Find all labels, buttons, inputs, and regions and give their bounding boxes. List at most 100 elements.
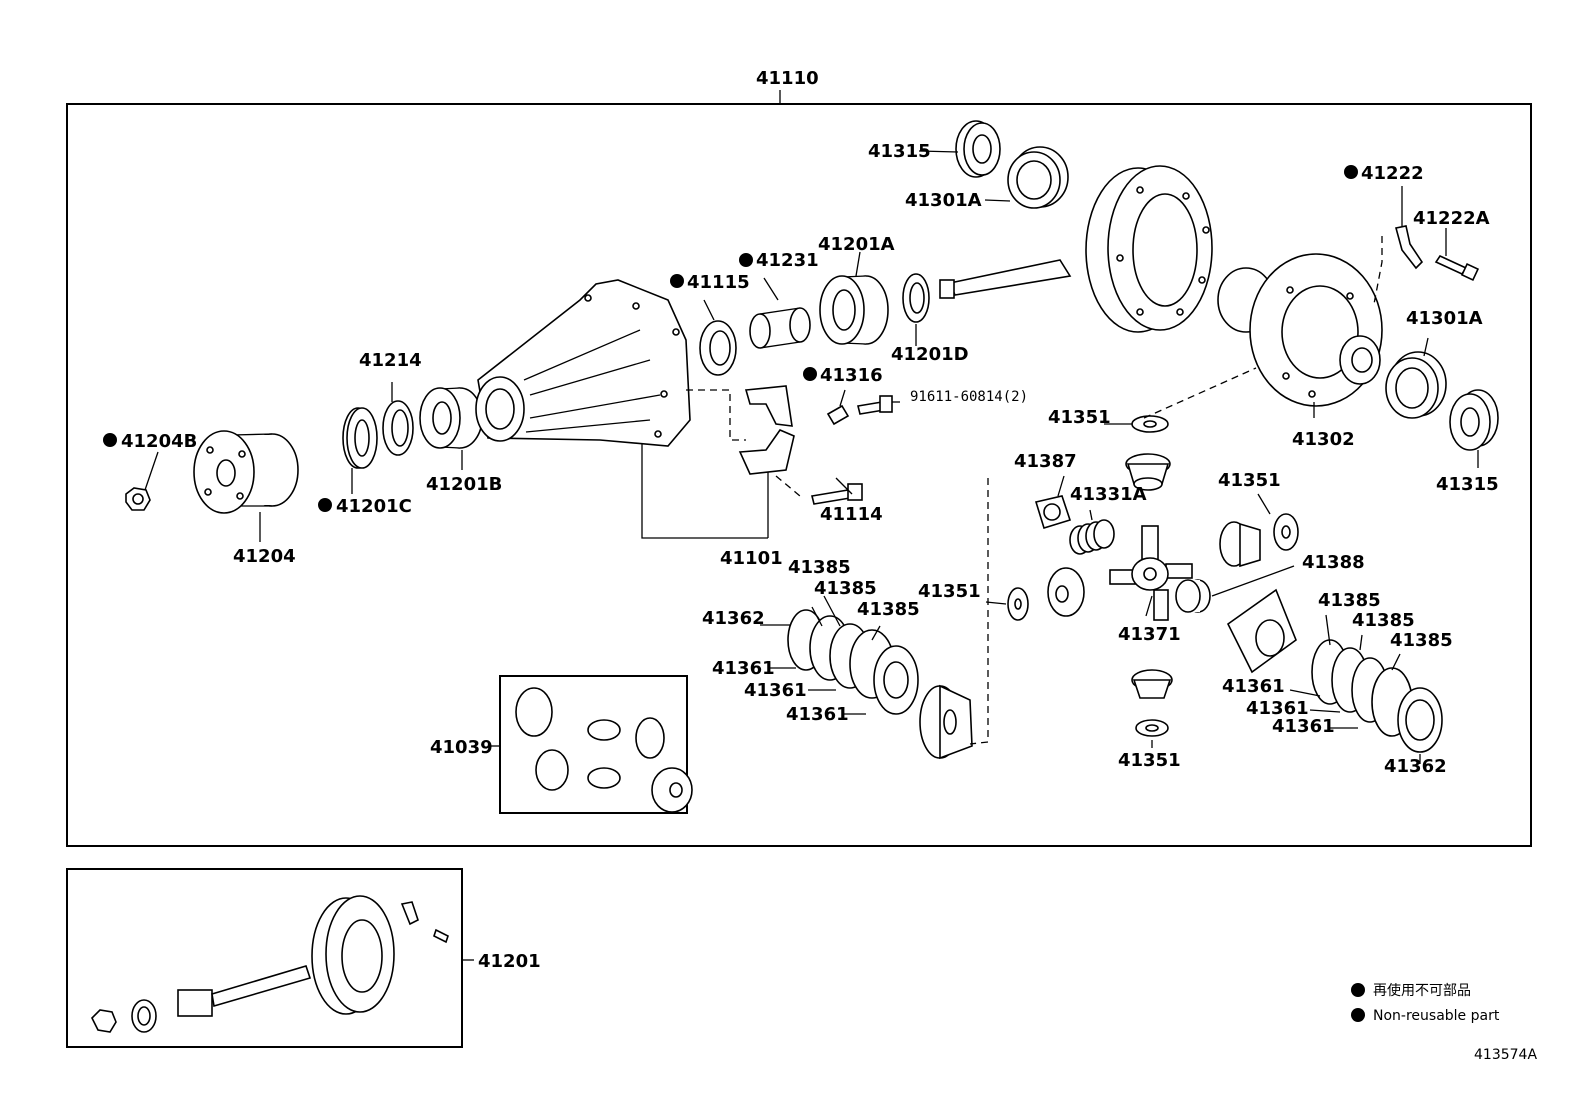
non-reusable-dot [1344, 165, 1358, 179]
inset-ring-pinion-set[interactable] [91, 895, 449, 1033]
clutch-pack-right[interactable] [1311, 639, 1443, 753]
oil-seal-41201C[interactable] [342, 407, 378, 469]
spring-41331A[interactable] [1069, 519, 1115, 555]
bolt-41222A[interactable] [1434, 254, 1480, 282]
part-label-41361[interactable]: 41361 [712, 658, 775, 679]
flange-nut-41204B[interactable] [125, 487, 151, 511]
bearing-cup-41301A-upper[interactable] [1007, 146, 1069, 209]
companion-flange-41204[interactable] [193, 430, 299, 514]
washer-41351-top[interactable] [1131, 415, 1169, 433]
part-label-41204B[interactable]: 41204B [121, 431, 197, 452]
part-label-41301A[interactable]: 41301A [905, 190, 982, 211]
part-label-41371[interactable]: 41371 [1118, 624, 1181, 645]
part-label-41204[interactable]: 41204 [233, 546, 296, 567]
pinion-gear-left[interactable] [1047, 567, 1085, 617]
part-label-41385[interactable]: 41385 [1352, 610, 1415, 631]
side-gear-right[interactable] [1226, 588, 1297, 674]
part-label-41201B[interactable]: 41201B [426, 474, 502, 495]
part-label-41101[interactable]: 41101 [720, 548, 783, 569]
bolt-91611-60814[interactable] [857, 395, 893, 415]
part-label-41361[interactable]: 41361 [1246, 698, 1309, 719]
part-label-41201C[interactable]: 41201C [336, 496, 412, 517]
washer-41201D[interactable] [902, 273, 930, 323]
part-label-41331A[interactable]: 41331A [1070, 484, 1147, 505]
part-label-41201[interactable]: 41201 [478, 951, 541, 972]
bearing-cone-41315-lower[interactable] [1449, 389, 1499, 451]
part-label-41302[interactable]: 41302 [1292, 429, 1355, 450]
part-label-41351[interactable]: 41351 [918, 581, 981, 602]
bearing-cap-41101-lower[interactable] [738, 429, 795, 475]
part-label-41361[interactable]: 41361 [786, 704, 849, 725]
part-label-41362[interactable]: 41362 [702, 608, 765, 629]
bearing-cup-41301A-lower[interactable] [1385, 351, 1447, 419]
bearing-cone-41315-upper[interactable] [955, 120, 1001, 178]
bearing-cap-41101-upper[interactable] [744, 385, 793, 427]
pinion-gear-bottom[interactable] [1131, 669, 1173, 699]
part-label-41385[interactable]: 41385 [814, 578, 877, 599]
part-label-41201A[interactable]: 41201A [818, 234, 895, 255]
part-label-41315[interactable]: 41315 [1436, 474, 1499, 495]
bolt-41114[interactable] [811, 483, 863, 505]
part-label-41315[interactable]: 41315 [868, 141, 931, 162]
legend-text-english: Non-reusable part [1373, 1008, 1500, 1024]
washer-41351-bottom[interactable] [1135, 719, 1169, 737]
part-label-41222A[interactable]: 41222A [1413, 208, 1490, 229]
part-label-41351[interactable]: 41351 [1048, 407, 1111, 428]
ring-gear-and-pinion[interactable] [939, 165, 1213, 333]
spacer-41231[interactable] [749, 307, 811, 349]
part-label-41361[interactable]: 41361 [1272, 716, 1335, 737]
oil-seal-41115[interactable] [699, 320, 737, 376]
part-label-41231[interactable]: 41231 [756, 250, 819, 271]
legend: 再使用不可部品 Non-reusable part [1351, 982, 1500, 1024]
assembly-number-label[interactable]: 41110 [756, 68, 819, 89]
pinion-41388[interactable] [1175, 579, 1211, 613]
part-label-41387[interactable]: 41387 [1014, 451, 1077, 472]
part-label-41115[interactable]: 41115 [687, 272, 750, 293]
differential-case-41302[interactable] [1217, 253, 1383, 407]
washer-41351-left[interactable] [1007, 587, 1029, 621]
differential-carrier-housing[interactable] [475, 279, 691, 447]
non-reusable-markers [103, 165, 1358, 512]
oil-slinger-41214[interactable] [382, 400, 414, 456]
spider-shaft-41371[interactable] [1109, 525, 1193, 621]
kit-frame-41039 [499, 675, 688, 814]
thrust-washer-41387[interactable] [1034, 495, 1072, 529]
non-reusable-dot [739, 253, 753, 267]
legend-text-japanese: 再使用不可部品 [1373, 982, 1471, 999]
part-label-41361[interactable]: 41361 [1222, 676, 1285, 697]
part-label-41361[interactable]: 41361 [744, 680, 807, 701]
part-label-41201D[interactable]: 41201D [891, 344, 969, 365]
part-label-41114[interactable]: 41114 [820, 504, 883, 525]
part-label-41385[interactable]: 41385 [1318, 590, 1381, 611]
part-label-41222[interactable]: 41222 [1361, 163, 1424, 184]
main-assembly-frame [66, 103, 1532, 847]
part-label-41301A[interactable]: 41301A [1406, 308, 1483, 329]
part-label-41039[interactable]: 41039 [430, 737, 493, 758]
non-reusable-dot [318, 498, 332, 512]
non-reusable-dot [803, 367, 817, 381]
bearing-41201B[interactable] [419, 387, 483, 449]
part-label-91611-60814[interactable]: 91611-60814(2) [910, 389, 1028, 405]
part-label-41385[interactable]: 41385 [1390, 630, 1453, 651]
lock-41316[interactable] [826, 404, 850, 426]
gear-kit-41039[interactable] [515, 687, 693, 813]
part-label-41385[interactable]: 41385 [857, 599, 920, 620]
washer-41351-right[interactable] [1273, 513, 1299, 551]
side-gear-left[interactable] [919, 684, 973, 760]
non-reusable-dot [103, 433, 117, 447]
part-label-41214[interactable]: 41214 [359, 350, 422, 371]
clutch-pack-left[interactable] [787, 609, 919, 715]
part-label-41351[interactable]: 41351 [1218, 470, 1281, 491]
part-label-41362[interactable]: 41362 [1384, 756, 1447, 777]
part-label-41385[interactable]: 41385 [788, 557, 851, 578]
part-label-41351[interactable]: 41351 [1118, 750, 1181, 771]
part-label-41388[interactable]: 41388 [1302, 552, 1365, 573]
leader-lines [144, 150, 1479, 961]
lock-plate-41222[interactable] [1395, 225, 1424, 270]
pinion-gear-right[interactable] [1219, 521, 1261, 568]
part-label-41316[interactable]: 41316 [820, 365, 883, 386]
non-reusable-dot [670, 274, 684, 288]
pinion-gear-top[interactable] [1125, 453, 1171, 491]
bearing-41201A[interactable] [819, 275, 889, 345]
